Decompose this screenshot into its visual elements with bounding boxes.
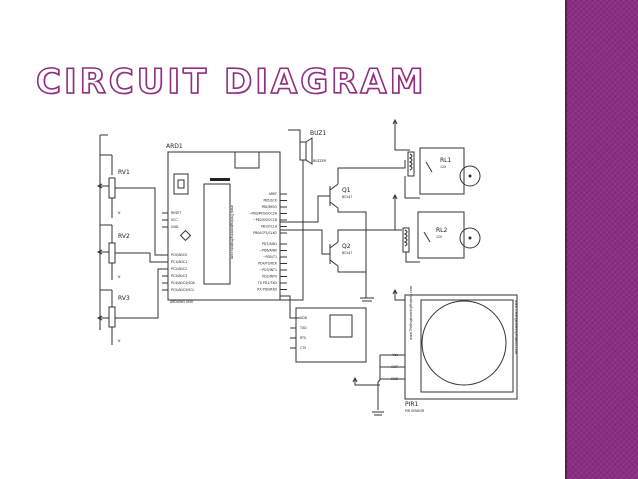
rl2-label: RL2 xyxy=(436,227,448,234)
transistor-q1: Q1 BC547 xyxy=(280,160,406,299)
q2-part-label: BC547 xyxy=(342,251,352,255)
pir1-label: PIR1 xyxy=(405,401,419,408)
arduino-watermark: www.TheEngineeringProjects.com xyxy=(230,205,234,259)
arduino-portd-pin-label: ~PD3/INT1 xyxy=(260,268,277,272)
serial-pins: VDD TXD RTS CTS xyxy=(290,316,308,350)
pir-sensor: www.TheEngineeringProjects.com www.TheEn… xyxy=(352,286,518,416)
serial-pin-label: RTS xyxy=(300,336,306,340)
relay-rl2: RL2 12V xyxy=(392,193,481,263)
arduino-left-pins: RESET VCC GND PC0/ADC0PC1/ADC1PC2/ADC2PC3/A… xyxy=(162,211,196,292)
arduino-portd-pin-label: ~PD5/T1 xyxy=(263,255,277,259)
rv3-label: RV3 xyxy=(118,295,130,302)
rv2-pin-label: N xyxy=(118,275,121,279)
serial-pin-label: CTS xyxy=(300,346,306,350)
rl2-voltage-label: 12V xyxy=(436,235,443,239)
arduino-portd-pin-label: RX PD0/RXD xyxy=(257,288,277,292)
ard1-label: ARD1 xyxy=(166,143,183,150)
rv3-pin-label: N xyxy=(118,339,121,343)
arduino-portb-pin-label: PB0/ICP1/CLKO xyxy=(253,231,277,235)
arduino-portb-pin-label: ~PB3/MOSI/OC2A xyxy=(249,212,278,216)
slide-title: CIRCUIT DIAGRAM xyxy=(35,61,427,103)
potentiometer-rv1: RV1 N xyxy=(96,135,130,330)
pir-pin-label: Vcc xyxy=(392,353,398,357)
arduino-uno: ARD1 www.TheEngineeringProjects.com ARDU… xyxy=(166,143,281,304)
decorative-sidebar xyxy=(567,0,638,479)
pir-pin-label: GND xyxy=(391,377,399,381)
arduino-portd-pin-label: PD7/AIN1 xyxy=(262,242,277,246)
rv2-label: RV2 xyxy=(118,233,130,240)
potentiometer-rv2: RV2 N xyxy=(96,224,130,280)
arduino-left-pin-label: RESET xyxy=(171,211,181,215)
buz1-label: BUZ1 xyxy=(310,130,327,137)
transistor-q2: Q2 BC547 xyxy=(280,229,398,302)
arduino-portb-pin-label: PB1/OC1A xyxy=(261,225,278,229)
pir-pin-label: OUT xyxy=(391,365,398,369)
pir-sensor-label: PIR SENSOR xyxy=(405,409,425,413)
q1-part-label: BC547 xyxy=(342,195,352,199)
arduino-portd-pin-label: PD4/T0/XCK xyxy=(258,262,278,266)
serial-pin-label: TXD xyxy=(299,326,307,330)
arduino-left-pin-label: VCC xyxy=(171,218,178,222)
arduino-right-top-pins: AREF PB5/SCK PB4/MISO ~PB3/MOSI/OC2A ~PB2/SS… xyxy=(249,192,287,235)
potentiometer-rv3: RV3 N xyxy=(96,289,130,345)
relay-rl1: RL1 12V xyxy=(392,118,481,199)
arduino-analog-pin-label: PC1/ADC1 xyxy=(171,260,187,264)
rv1-pin-label: N xyxy=(118,211,121,215)
arduino-portd-pin-label: PD2/INT0 xyxy=(262,275,277,279)
arduino-portd-pin-label: TX PD1/TXD xyxy=(257,281,278,285)
q1-label: Q1 xyxy=(342,187,351,194)
q2-label: Q2 xyxy=(342,243,351,250)
arduino-analog-pin-label: PC3/ADC3 xyxy=(171,274,187,278)
rl1-voltage-label: 12V xyxy=(440,165,447,169)
sidebar-edge xyxy=(565,0,567,479)
arduino-portd-pin-label: ~PD6/AIN0 xyxy=(259,249,277,253)
arduino-analog-pin-label: PC5/ADC5/SCL xyxy=(171,288,194,292)
arduino-analog-pin-label: PC2/ADC2 xyxy=(171,267,187,271)
pir-watermark: www.TheEngineeringProjects.com xyxy=(409,286,413,340)
pir-vertical-brand: www.TheEngineeringProjects.com xyxy=(514,300,518,354)
arduino-portb-pin-label: AREF xyxy=(269,192,277,196)
arduino-left-pin-label: GND xyxy=(171,225,179,229)
arduino-portb-pin-label: ~PB2/SS/OC1B xyxy=(253,218,277,222)
arduino-analog-pin-label: PC0/ADC0 xyxy=(171,253,187,257)
serial-module xyxy=(280,295,367,363)
rv1-label: RV1 xyxy=(118,169,130,176)
arduino-portb-pin-label: PB5/SCK xyxy=(263,199,277,203)
arduino-analog-pin-label: PC4/ADC4/SDA xyxy=(171,281,196,285)
arduino-uno-label: ARDUINO UNO xyxy=(170,300,194,304)
buzzer-label: BUZZER xyxy=(313,159,327,163)
buzzer: BUZ1 BUZZER xyxy=(280,129,327,301)
serial-pin-label: VDD xyxy=(300,316,308,320)
pot-wires xyxy=(100,134,170,319)
arduino-portb-pin-label: PB4/MISO xyxy=(262,205,278,209)
rl1-label: RL1 xyxy=(440,157,452,164)
